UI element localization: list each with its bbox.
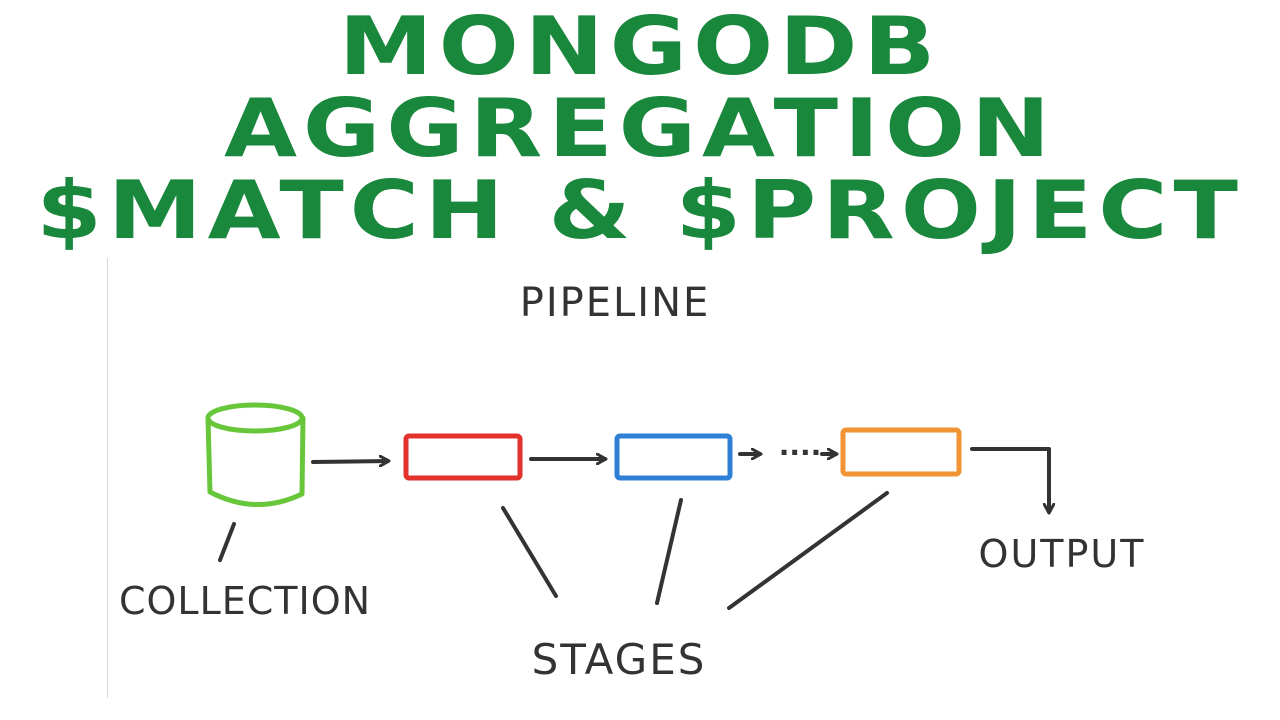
pipeline-label: PIPELINE bbox=[520, 280, 711, 326]
stage-2-box bbox=[614, 433, 733, 481]
title-line-2: AGGREGATION bbox=[223, 82, 1057, 175]
ellipsis-dots: ···· bbox=[779, 436, 822, 469]
collection-leader-line bbox=[218, 522, 236, 562]
output-label: OUTPUT bbox=[979, 532, 1146, 576]
stage-3-leader-line bbox=[727, 491, 889, 610]
collection-cylinder-icon bbox=[205, 402, 306, 507]
output-arrow bbox=[970, 447, 1049, 512]
arrow-collection-to-stage-1 bbox=[311, 461, 388, 462]
stage-1-box bbox=[403, 433, 523, 481]
stage-3-box bbox=[840, 427, 962, 477]
title-line-1: MONGODB bbox=[338, 0, 942, 93]
title-line-3: $MATCH & $PROJECT bbox=[36, 164, 1244, 257]
stages-label: STAGES bbox=[532, 635, 707, 684]
page-title: MONGODB AGGREGATION $MATCH & $PROJECT bbox=[0, 6, 1280, 252]
left-divider bbox=[107, 258, 108, 698]
stage-2-leader-line bbox=[655, 498, 683, 605]
stage-1-leader-line bbox=[501, 506, 558, 598]
collection-label: COLLECTION bbox=[119, 579, 371, 623]
